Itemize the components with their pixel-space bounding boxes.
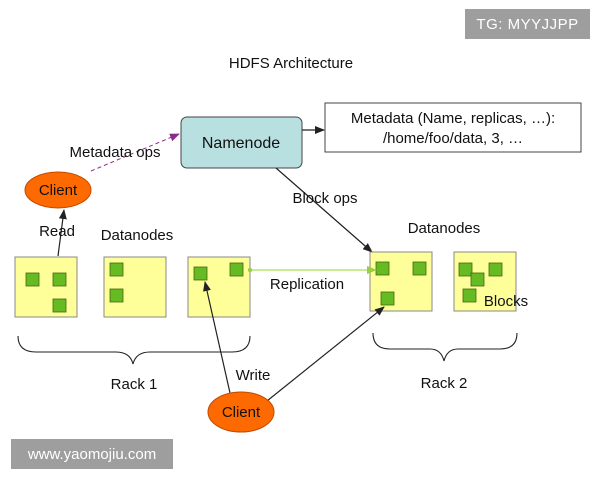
block [412, 261, 427, 276]
client-bottom: Client [207, 391, 275, 433]
block [375, 261, 390, 276]
namenode: Namenode [180, 116, 303, 169]
replication-start-dot [247, 267, 253, 273]
read-label: Read [39, 223, 75, 240]
client-top-label: Client [39, 182, 78, 199]
datanode-4 [369, 251, 433, 312]
block-ops-arrow [275, 167, 373, 253]
block [458, 262, 473, 277]
block [109, 288, 124, 303]
block [52, 298, 67, 313]
datanode-3 [187, 256, 251, 318]
block [488, 262, 503, 277]
rack-1-label: Rack 1 [111, 376, 158, 393]
read-arrow [57, 209, 67, 257]
block [193, 266, 208, 281]
datanodes-left-label: Datanodes [101, 227, 174, 244]
rack-2-label: Rack 2 [421, 375, 468, 392]
metadata-box: Metadata (Name, replicas, …): /home/foo/… [324, 102, 582, 153]
metadata-line-1: Metadata (Name, replicas, …): [351, 110, 555, 127]
datanode-1 [14, 256, 78, 318]
rack-1-brace [17, 335, 251, 365]
rack-2-brace [372, 332, 518, 362]
watermark-site: www.yaomojiu.com [11, 439, 173, 469]
watermark-tg: TG: MYYJJPP [465, 9, 590, 39]
write-arrow-to-rack1 [203, 281, 231, 394]
block [52, 272, 67, 287]
namenode-label: Namenode [202, 135, 280, 152]
block [470, 272, 485, 287]
blocks-label: Blocks [484, 293, 528, 310]
replication-label: Replication [270, 276, 344, 293]
block-ops-label: Block ops [292, 190, 357, 207]
write-arrow-to-rack2 [261, 306, 385, 406]
block [462, 288, 477, 303]
datanodes-right-label: Datanodes [408, 220, 481, 237]
client-top: Client [24, 171, 92, 209]
metadata-ops-label: Metadata ops [70, 144, 161, 161]
block [25, 272, 40, 287]
block [109, 262, 124, 277]
metadata-ops-arrow [90, 133, 180, 172]
datanode-2 [103, 256, 167, 318]
metadata-line-2: /home/foo/data, 3, … [383, 130, 523, 147]
client-bottom-label: Client [222, 404, 261, 421]
diagram-title: HDFS Architecture [229, 55, 353, 72]
datanode-5: Blocks [453, 251, 528, 312]
block [380, 291, 395, 306]
write-label: Write [236, 367, 271, 384]
block [229, 262, 244, 277]
